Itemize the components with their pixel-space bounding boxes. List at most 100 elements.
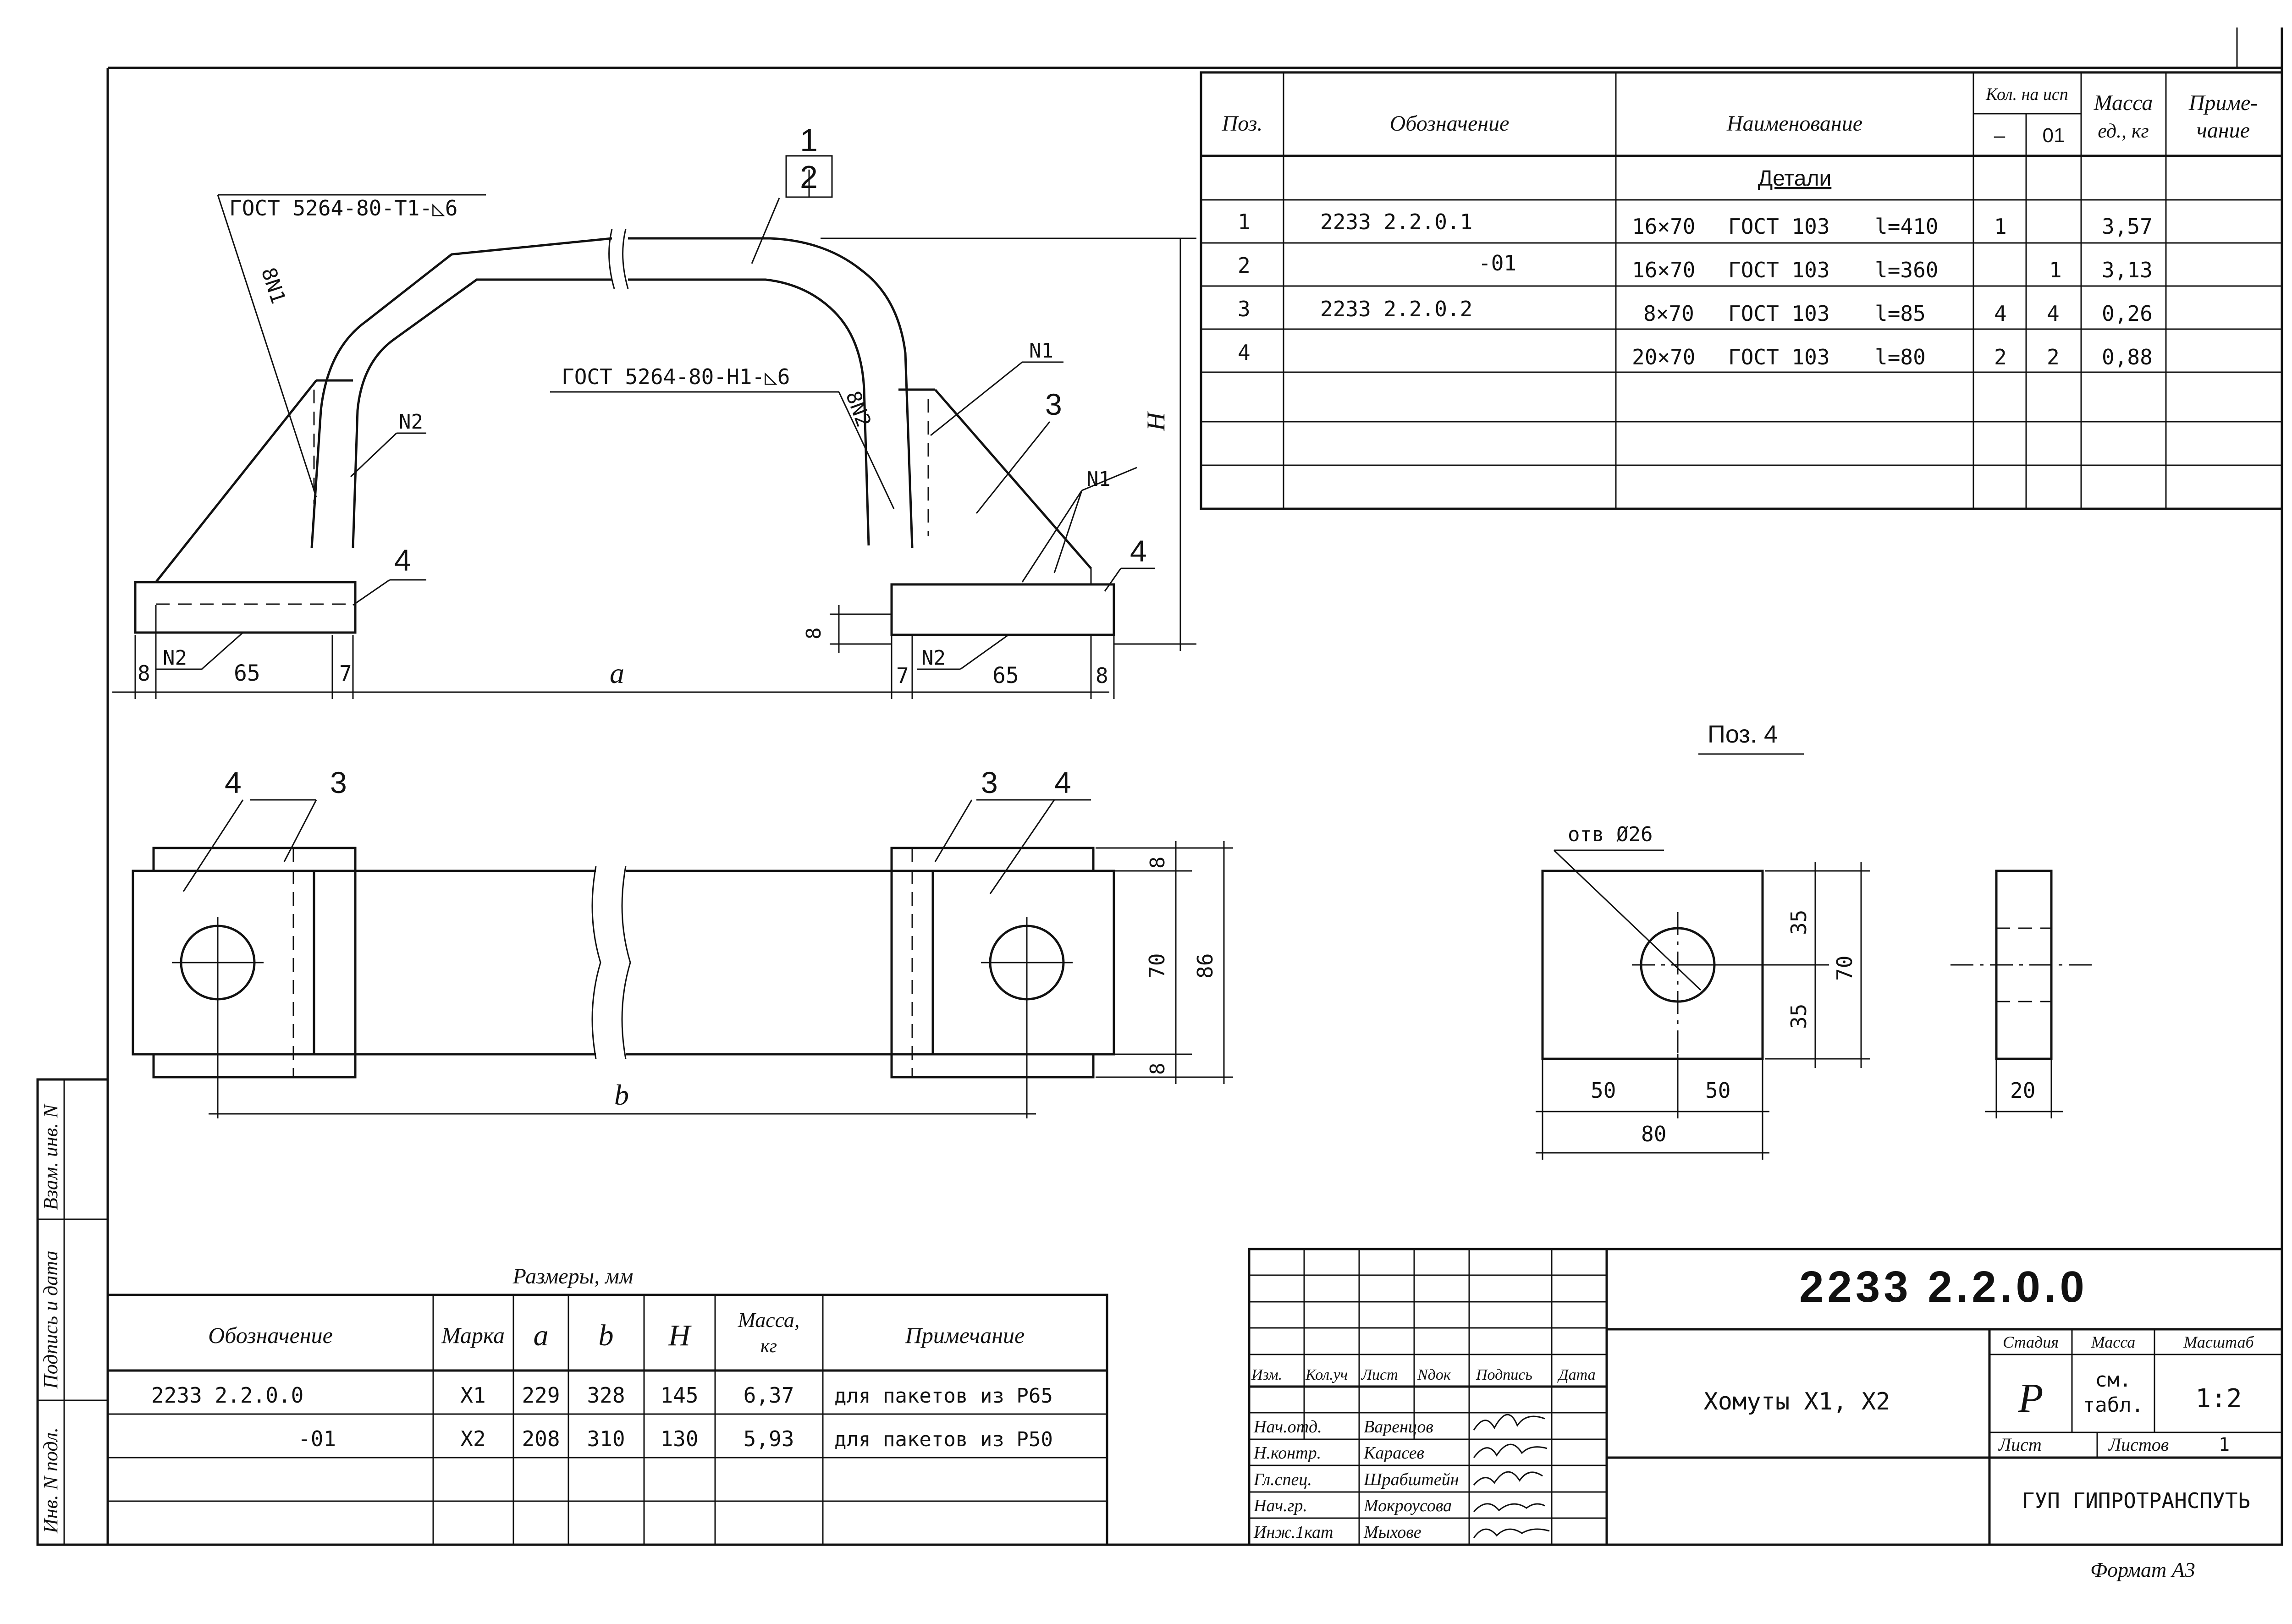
pos-label-4-plan-left: 4 <box>225 765 242 799</box>
pos-label-3-plan-left: 3 <box>330 765 347 799</box>
dim-86-plan: 86 <box>1193 953 1218 979</box>
size-r2-H: 130 <box>660 1426 698 1451</box>
tb-name-2: Карасев <box>1363 1443 1424 1463</box>
pos4-dim-50-left: 50 <box>1591 1078 1616 1103</box>
size-r2-b: 310 <box>587 1426 625 1451</box>
size-r1-a: 229 <box>522 1383 560 1408</box>
size-h-mass: Масса, <box>738 1308 800 1332</box>
dim-8-vertical: 8 <box>802 628 826 640</box>
tb-col-izm: Изм. <box>1251 1366 1282 1383</box>
spec-h-name: Наименование <box>1726 111 1862 136</box>
spec-r3-qty-a: 4 <box>1994 301 2007 326</box>
tb-mass-2: табл. <box>2083 1393 2143 1417</box>
spec-r3-gost: ГОСТ 103 <box>1728 301 1830 326</box>
side-podpis-data: Подпись и дата <box>39 1250 62 1389</box>
dim-8-left: 8 <box>138 661 150 686</box>
spec-h-qty: Кол. на исп <box>1985 85 2068 104</box>
dim-8-plan-top: 8 <box>1146 857 1169 869</box>
pos4-detail: Поз. 4 отв Ø26 35 35 70 50 50 80 <box>1536 721 2097 1160</box>
signature-2 <box>1473 1443 1548 1458</box>
tb-stage: Р <box>2018 1376 2044 1421</box>
size-h-mass-unit: кг <box>760 1336 777 1357</box>
pos-label-3-plan-right: 3 <box>981 765 998 799</box>
spec-r4-length: l=80 <box>1875 345 1926 369</box>
signature-1 <box>1473 1414 1545 1431</box>
pos-label-3-front: 3 <box>1045 387 1062 421</box>
spec-r1-pos: 1 <box>1238 209 1251 234</box>
tb-role-3: Гл.спец. <box>1253 1470 1312 1489</box>
size-r2-note: для пакетов из Р50 <box>834 1428 1053 1451</box>
format-label: Формат А3 <box>2090 1558 2195 1581</box>
tb-role-5: Инж.1кат <box>1253 1523 1333 1542</box>
spec-h-mass-unit: ед., кг <box>2098 120 2149 142</box>
dim-a: a <box>610 657 624 689</box>
pos4-dim-20: 20 <box>2010 1078 2035 1103</box>
tb-sheets: 1 <box>2219 1434 2230 1455</box>
tb-role-4: Нач.гр. <box>1253 1496 1307 1515</box>
spec-r3-mass: 0,26 <box>2102 301 2153 326</box>
size-r1-mark: X1 <box>460 1383 485 1408</box>
tb-col-kol: Кол.уч <box>1305 1366 1348 1383</box>
pos-label-1: 1 <box>800 122 818 158</box>
tb-sheets-label: Листов <box>2108 1434 2169 1455</box>
size-h-note: Примечание <box>905 1322 1025 1348</box>
spec-h-qty-b: 01 <box>2043 124 2065 147</box>
spec-h-mass: Масса <box>2094 91 2153 115</box>
pos-label-2: 2 <box>800 159 818 195</box>
size-r2-mark: X2 <box>460 1426 485 1451</box>
spec-r2-length: l=360 <box>1875 258 1938 282</box>
signature-4 <box>1473 1503 1545 1513</box>
spec-r3-designation: 2233 2.2.0.2 <box>1320 297 1472 321</box>
label-n2-right-bottom: N2 <box>921 646 946 670</box>
tb-name-1: Варенцов <box>1364 1417 1433 1437</box>
pos4-dim-50-right: 50 <box>1705 1078 1730 1103</box>
spec-h-pos: Поз. <box>1222 111 1263 136</box>
dim-8-plan-bottom: 8 <box>1146 1063 1169 1075</box>
pos4-hole-label: отв Ø26 <box>1568 823 1653 846</box>
tb-code: 2233 2.2.0.0 <box>1799 1262 2088 1311</box>
spec-h-note-1: Приме- <box>2188 91 2258 115</box>
tb-mass-label: Масса <box>2091 1333 2136 1351</box>
size-r2-a: 208 <box>522 1426 560 1451</box>
pos-label-4-front-left: 4 <box>394 543 411 577</box>
spec-r1-qty-a: 1 <box>1994 214 2007 239</box>
tb-mass-1: см. <box>2095 1368 2131 1392</box>
tb-col-list: Лист <box>1361 1366 1398 1383</box>
pos4-dim-35-top: 35 <box>1786 910 1811 935</box>
weld-note-2: ГОСТ 5264-80-Н1-◺6 <box>562 364 790 389</box>
label-n1-right-bottom: N1 <box>1086 468 1111 491</box>
spec-section: Детали <box>1758 166 1832 191</box>
side-inv-podl: Инв. N подл. <box>39 1427 62 1534</box>
weld-8n1-left: 8N1 <box>257 265 290 307</box>
spec-r3-pos: 3 <box>1238 297 1251 321</box>
label-n2-left-top: N2 <box>399 410 423 434</box>
dim-8-right: 8 <box>1096 663 1108 688</box>
pos-label-4-plan-right: 4 <box>1054 765 1071 799</box>
plan-view: 4 3 3 4 8 70 8 86 b <box>132 765 1233 1118</box>
spec-r4-size: 20×70 <box>1632 345 1695 369</box>
size-h-mark: Марка <box>441 1322 505 1348</box>
size-h-H: H <box>668 1319 692 1352</box>
spec-r4-mass: 0,88 <box>2102 345 2153 369</box>
spec-r3-qty-b: 4 <box>2047 301 2060 326</box>
front-view: 1 2 ГОСТ 5264-80-Т1-◺6 8N1 ГОСТ 5264-80-… <box>112 122 1196 699</box>
spec-r1-designation: 2233 2.2.0.1 <box>1320 209 1472 234</box>
tb-col-podpis: Подпись <box>1476 1366 1532 1383</box>
dim-70-plan: 70 <box>1145 953 1169 979</box>
spec-r2-qty-b: 1 <box>2049 258 2062 282</box>
size-h-b: b <box>599 1319 614 1352</box>
spec-r2-pos: 2 <box>1238 253 1251 278</box>
spec-r1-mass: 3,57 <box>2102 214 2153 239</box>
pos4-dim-70: 70 <box>1832 956 1857 981</box>
spec-r2-size: 16×70 <box>1632 258 1695 282</box>
tb-title: Хомуты X1, X2 <box>1704 1388 1890 1415</box>
size-h-a: a <box>534 1319 549 1352</box>
dim-7-right: 7 <box>896 663 909 688</box>
dim-65-left: 65 <box>234 661 260 686</box>
weld-note-1: ГОСТ 5264-80-Т1-◺6 <box>229 196 458 220</box>
pos-label-4-front-right: 4 <box>1130 534 1147 568</box>
tb-scale: 1:2 <box>2195 1384 2242 1414</box>
tb-name-5: Мыхове <box>1363 1523 1421 1542</box>
spec-r1-size: 16×70 <box>1632 214 1695 239</box>
spec-table: Поз. Обозначение Наименование Кол. на ис… <box>1200 71 2283 510</box>
